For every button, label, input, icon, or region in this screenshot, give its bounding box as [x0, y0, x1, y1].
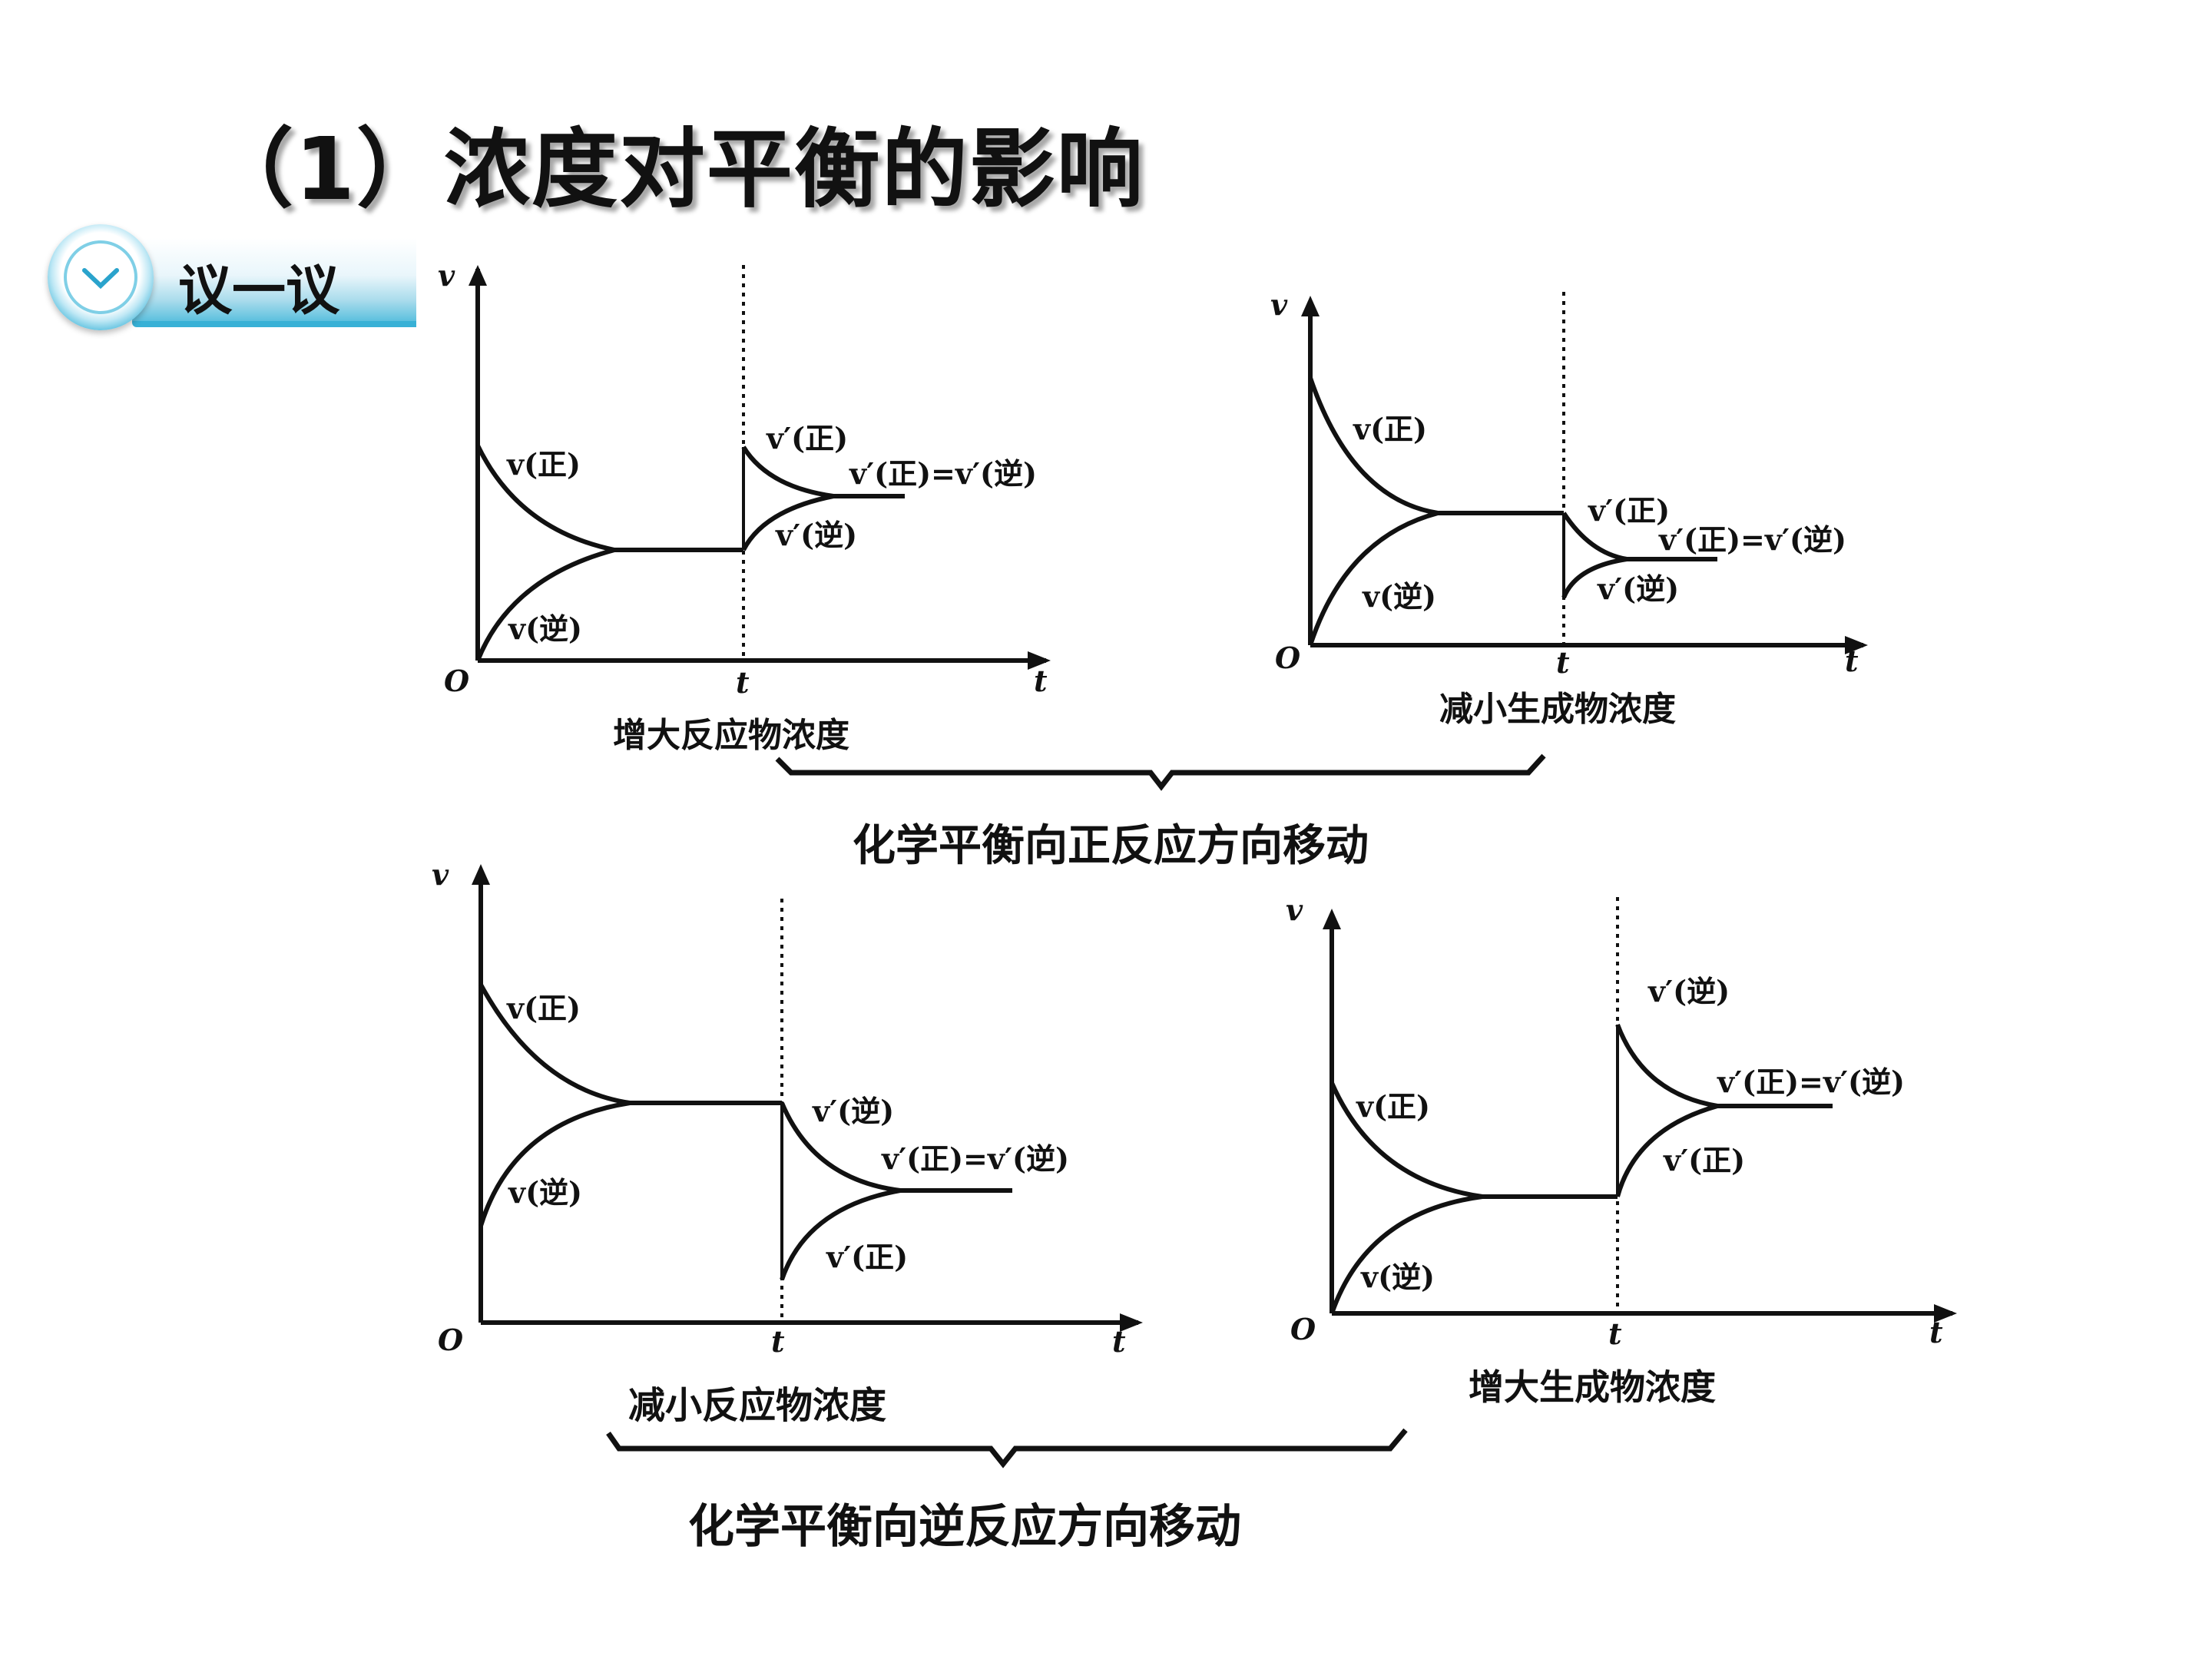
- rev2-label: v′(逆): [812, 1094, 894, 1128]
- x-axis-arrow: [1120, 1313, 1143, 1332]
- x-axis-arrow: [1028, 651, 1051, 670]
- v-axis-label: v: [432, 857, 449, 892]
- badge-label: 议一议: [178, 259, 339, 322]
- x-axis-arrow: [1845, 636, 1868, 654]
- eq-label: v′(正)=v′(逆): [881, 1141, 1069, 1176]
- reverse-rate-curve: [1330, 1194, 1483, 1314]
- origin-label: O: [1275, 641, 1300, 675]
- fwd-label: v(正): [1353, 412, 1427, 446]
- forward-rate-curve: [475, 444, 615, 552]
- t-axis-label: t: [1929, 1315, 1943, 1349]
- graph-decrease-reactant: [472, 864, 1143, 1332]
- reverse-rate-curve: [1308, 511, 1439, 646]
- v-axis-label: v: [1270, 287, 1288, 322]
- t-axis-label: t: [1112, 1324, 1126, 1359]
- new-forward-curve: [741, 445, 834, 498]
- y-axis-arrow: [1301, 296, 1320, 316]
- rev2-label: v′(逆): [1597, 571, 1679, 606]
- clock-icon: [48, 224, 154, 330]
- fwd-label: v(正): [506, 991, 581, 1025]
- v-axis-label: v: [1286, 892, 1303, 927]
- new-forward-curve: [780, 1188, 901, 1280]
- new-forward-curve: [1561, 512, 1628, 561]
- caption-decrease-product: 减小生成物浓度: [1439, 690, 1676, 729]
- t-axis-label: t: [1845, 644, 1859, 678]
- origin-label: O: [438, 1323, 463, 1357]
- v-axis-label: v: [438, 258, 455, 293]
- rev-label: v(逆): [508, 611, 582, 646]
- rev-label: v(逆): [1360, 1260, 1435, 1294]
- rev2-label: v′(逆): [775, 518, 857, 552]
- new-reverse-curve: [1615, 1023, 1718, 1108]
- fwd2-label: v′(正): [766, 421, 848, 455]
- new-forward-curve: [1615, 1104, 1718, 1197]
- slide-title: （1）浓度对平衡的影响: [207, 120, 1144, 220]
- eq-label: v′(正)=v′(逆): [849, 456, 1037, 491]
- discussion-badge: 议一议: [48, 224, 416, 339]
- t-marker-label: t: [736, 665, 750, 700]
- rev-label: v(逆): [508, 1175, 582, 1210]
- new-reverse-curve: [1561, 557, 1628, 599]
- forward-rate-curve: [1330, 1081, 1483, 1199]
- eq-label: v′(正)=v′(逆): [1717, 1065, 1905, 1099]
- graph-increase-product: [1323, 897, 1957, 1323]
- y-axis-arrow: [472, 864, 490, 885]
- fwd2-label: v′(正): [1588, 493, 1670, 528]
- conclusion-reverse: 化学平衡向逆反应方向移动: [688, 1500, 1241, 1554]
- graph-decrease-product: [1301, 292, 1868, 654]
- new-reverse-curve: [780, 1101, 901, 1193]
- new-reverse-curve: [741, 494, 834, 551]
- caption-increase-reactant: 增大反应物浓度: [613, 716, 849, 755]
- fwd-label: v(正): [506, 447, 581, 482]
- conclusion-forward: 化学平衡向正反应方向移动: [853, 821, 1369, 871]
- caption-increase-product: 增大生成物浓度: [1469, 1366, 1716, 1408]
- fwd-label: v(正): [1356, 1089, 1430, 1124]
- x-axis-arrow: [1934, 1304, 1957, 1323]
- fwd2-label: v′(正): [826, 1240, 908, 1274]
- y-axis-arrow: [469, 265, 487, 286]
- y-axis-arrow: [1323, 909, 1341, 929]
- origin-label: O: [1290, 1312, 1316, 1346]
- reverse-rate-curve: [475, 548, 615, 662]
- forward-rate-curve: [1308, 377, 1439, 515]
- reverse-rate-curve: [478, 1101, 631, 1227]
- badge-bar: [132, 238, 416, 327]
- rev2-label: v′(逆): [1647, 974, 1730, 1008]
- origin-label: O: [444, 664, 469, 698]
- brace-reverse: [606, 1428, 1408, 1469]
- graph-increase-reactant: [469, 265, 1051, 670]
- forward-rate-curve: [478, 983, 631, 1105]
- fwd2-label: v′(正): [1663, 1143, 1745, 1177]
- t-marker-label: t: [1556, 645, 1570, 680]
- brace-forward: [775, 753, 1546, 791]
- t-axis-label: t: [1034, 664, 1048, 698]
- t-marker-label: t: [771, 1324, 785, 1359]
- t-marker-label: t: [1608, 1316, 1622, 1351]
- caption-decrease-reactant: 减小反应物浓度: [628, 1384, 886, 1427]
- eq-label: v′(正)=v′(逆): [1658, 522, 1846, 557]
- rev-label: v(逆): [1362, 579, 1436, 614]
